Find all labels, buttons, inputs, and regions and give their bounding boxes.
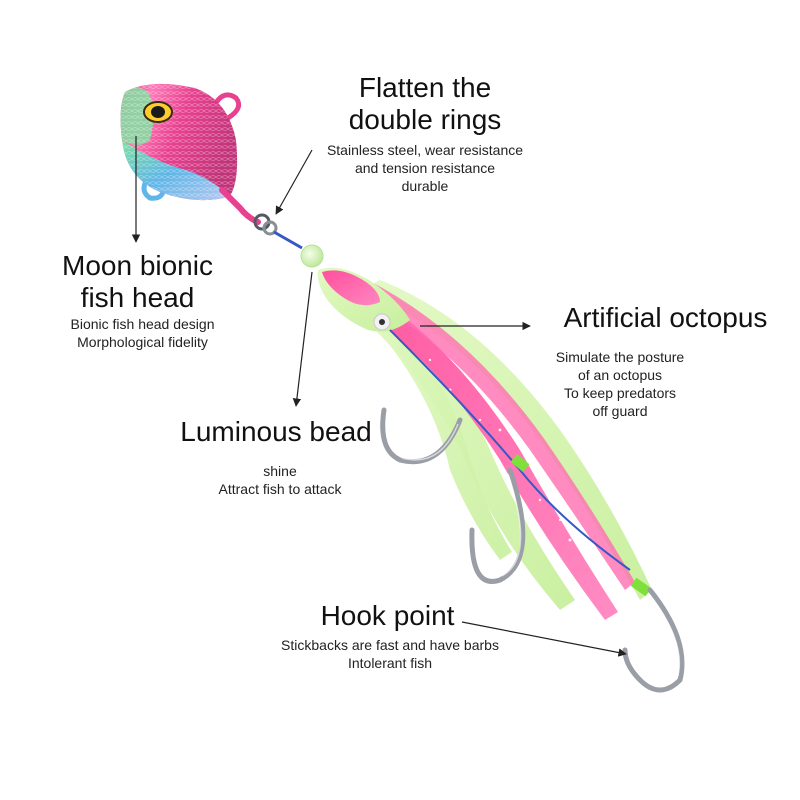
rings-title: Flatten the double rings	[330, 72, 520, 136]
hook-desc-line: Stickbacks are fast and have barbs	[281, 637, 499, 653]
double-rings	[253, 213, 278, 236]
head-desc-line: Bionic fish head design	[70, 316, 215, 332]
octopus-title: Artificial octopus	[553, 302, 778, 334]
head-title-line: Moon bionic	[62, 250, 213, 281]
octopus-desc-line: Simulate the posture	[555, 349, 685, 365]
fish-head	[120, 83, 261, 225]
rings-description: Stainless steel, wear resistance and ten…	[310, 141, 540, 195]
hook-title-line: Hook point	[320, 600, 455, 631]
rings-title-line: Flatten the	[358, 72, 492, 103]
bead-desc-line: Attract fish to attack	[218, 481, 342, 497]
head-title: Moon bionic fish head	[45, 250, 230, 314]
octopus-desc-line: of an octopus	[577, 367, 663, 383]
rings-desc-line: durable	[401, 178, 449, 194]
hook-desc-line: Intolerant fish	[347, 655, 433, 671]
octopus-skirt	[317, 267, 652, 620]
hook-description: Stickbacks are fast and have barbs Intol…	[260, 636, 520, 672]
arrow-hook	[461, 621, 627, 657]
head-description: Bionic fish head design Morphological fi…	[50, 315, 235, 351]
octopus-description: Simulate the posture of an octopus To ke…	[540, 348, 700, 420]
rings-title-line: double rings	[348, 104, 502, 135]
rings-desc-line: Stainless steel, wear resistance	[326, 142, 524, 158]
tube-green	[510, 454, 530, 472]
tube-green	[630, 577, 652, 597]
luminous-bead	[300, 244, 324, 268]
octopus-desc-line: off guard	[592, 403, 648, 419]
head-desc-line: Morphological fidelity	[77, 334, 208, 350]
arrow-rings	[275, 149, 313, 215]
bead-description: shine Attract fish to attack	[200, 462, 360, 498]
bead-desc-line: shine	[263, 463, 297, 479]
rings-desc-line: and tension resistance	[354, 160, 496, 176]
bead-title-line: Luminous bead	[180, 416, 372, 447]
octopus-desc-line: To keep predators	[563, 385, 677, 401]
hook-title: Hook point	[310, 600, 465, 632]
octopus-title-line: Artificial octopus	[563, 302, 768, 333]
bead-title: Luminous bead	[175, 416, 377, 448]
head-title-line: fish head	[80, 282, 195, 313]
arrow-bead	[292, 271, 313, 407]
